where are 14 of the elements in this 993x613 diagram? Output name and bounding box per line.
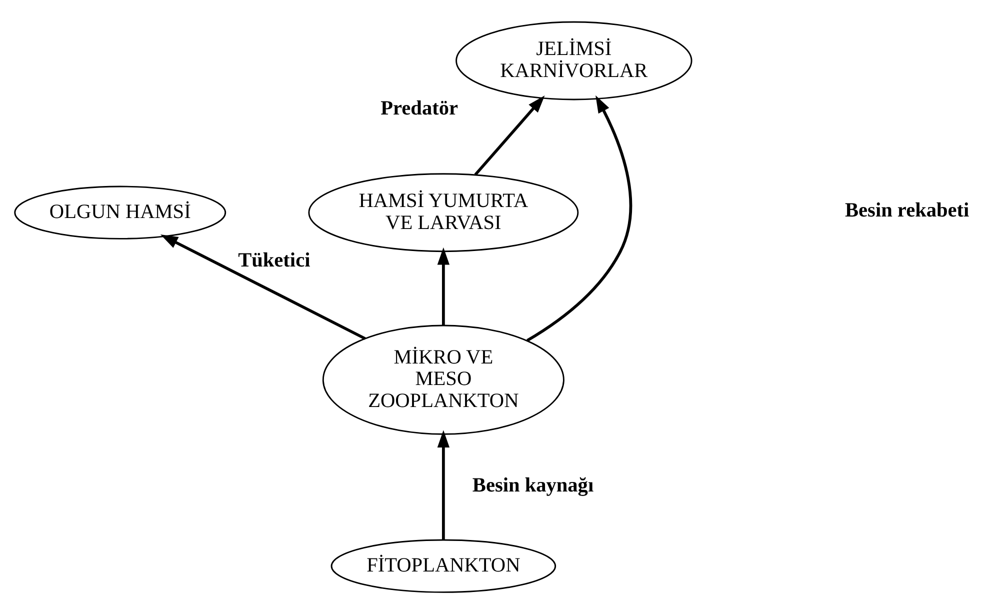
node-label: Predatör: [380, 97, 458, 119]
arrow: [526, 94, 632, 342]
node-label: Tüketici: [238, 248, 310, 271]
node-ellipse: FİTOPLANKTON: [330, 538, 556, 592]
arrow: [437, 430, 450, 540]
node-ellipse: OLGUN HAMSİ: [14, 185, 226, 239]
edge-label: Besin kaynağı: [472, 474, 594, 496]
label: Besin rekabeti: [845, 199, 970, 222]
node-ellipse: JELİMSİ KARNİVORLAR: [456, 20, 692, 100]
arrow: [160, 234, 366, 340]
node-ellipse: MİKRO VE MESO ZOOPLANKTON: [322, 324, 564, 434]
arrow: [474, 94, 545, 176]
arrow: [437, 246, 450, 325]
node-ellipse: HAMSİ YUMURTA VE LARVASI: [308, 172, 579, 252]
